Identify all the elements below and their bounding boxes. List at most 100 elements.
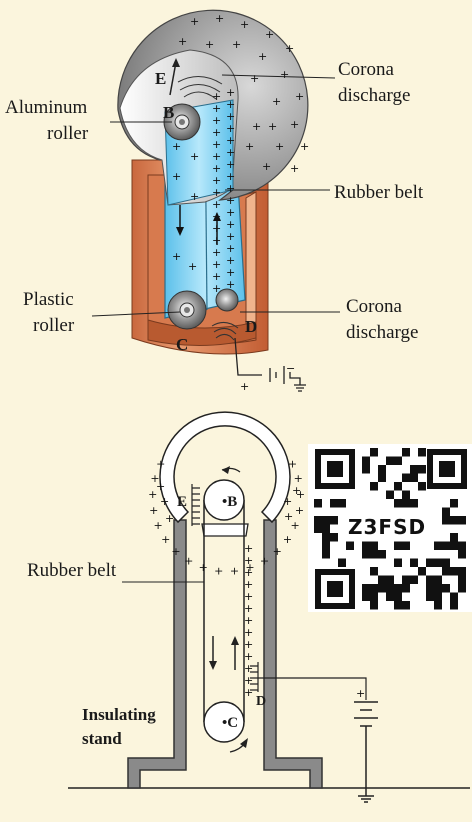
qr-module [314, 499, 322, 508]
charge-glyph: + [290, 162, 299, 175]
qr-module [370, 482, 378, 491]
charge-glyph: + [245, 140, 254, 153]
qr-module [330, 516, 338, 525]
label-plastic-1: Plastic [23, 289, 74, 310]
qr-module [386, 491, 394, 500]
point-C-top: C [176, 335, 188, 354]
qr-module [338, 559, 346, 568]
qr-module [410, 576, 418, 585]
charge-glyph: + [252, 120, 261, 133]
qr-module [314, 516, 322, 525]
qr-module [394, 482, 402, 491]
label-rubber-belt-bottom: Rubber belt [27, 560, 117, 581]
qr-module [458, 516, 466, 525]
charge-glyph: + [172, 140, 181, 153]
qr-module [402, 542, 410, 551]
qr-module [322, 525, 330, 534]
qr-module [314, 525, 322, 534]
charge-glyph: + [232, 38, 241, 51]
qr-module [434, 542, 442, 551]
qr-module [394, 593, 402, 602]
charge-glyph: + [178, 35, 187, 48]
charge-glyph: + [250, 72, 259, 85]
qr-module [402, 499, 410, 508]
qr-module [434, 601, 442, 610]
point-E-top: E [155, 69, 166, 88]
charge-glyph: + [149, 504, 158, 517]
charge-glyph: + [154, 519, 163, 532]
charge-glyph: + [295, 504, 304, 517]
charge-glyph: + [190, 150, 199, 163]
label-corona-top-2: discharge [338, 85, 410, 106]
charge-glyph: + [161, 533, 170, 546]
qr-module [322, 542, 330, 551]
qr-module [418, 482, 426, 491]
label-corona-top-1: Corona [338, 59, 395, 80]
qr-center-text: Z3FSD [348, 515, 426, 539]
qr-module [458, 542, 466, 551]
charge-glyph: + [165, 512, 174, 525]
charge-glyph: + [272, 95, 281, 108]
point-B-bottom: •B [222, 494, 237, 510]
charge-glyph: + [172, 250, 181, 263]
qr-module [394, 559, 402, 568]
label-rubber-belt-top: Rubber belt [334, 182, 424, 203]
qr-module [410, 465, 418, 474]
qr-module [410, 499, 418, 508]
point-D-bottom: D [256, 694, 266, 709]
qr-module [450, 567, 458, 576]
qr-module [322, 550, 330, 559]
qr-module [370, 593, 378, 602]
qr-module [434, 559, 442, 568]
charge-glyph: + [262, 160, 271, 173]
qr-module [442, 508, 450, 517]
qr-module [442, 559, 450, 568]
charge-glyph: + [205, 38, 214, 51]
point-C-bottom: •C [222, 715, 238, 731]
qr-module [386, 457, 394, 466]
charge-glyph: + [240, 18, 249, 31]
qr-module [410, 474, 418, 483]
charge-glyph: + [280, 68, 289, 81]
qr-module [450, 542, 458, 551]
qr-module [338, 499, 346, 508]
charge-glyph: + [230, 565, 239, 578]
qr-module [426, 576, 434, 585]
qr-module [386, 576, 394, 585]
charge-glyph: + [212, 282, 221, 295]
qr-module [442, 516, 450, 525]
qr-module [434, 584, 442, 593]
qr-module [386, 584, 394, 593]
qr-module [362, 542, 370, 551]
battery-plus: + [356, 687, 365, 700]
charge-glyph: + [214, 565, 223, 578]
qr-module [330, 533, 338, 542]
qr-module [386, 593, 394, 602]
label-corona-bot-1: Corona [346, 296, 403, 317]
charge-glyph: + [283, 495, 292, 508]
qr-module [362, 593, 370, 602]
charge-glyph: + [284, 510, 293, 523]
qr-module [378, 465, 386, 474]
label-plastic-2: roller [33, 315, 75, 336]
charge-glyph: + [258, 50, 267, 63]
qr-module [458, 567, 466, 576]
insulating-stand [128, 520, 322, 788]
qr-module [418, 465, 426, 474]
label-insulating-2: stand [82, 729, 122, 748]
battery-minus-top: − [286, 362, 295, 375]
qr-module [450, 516, 458, 525]
qr-module [378, 576, 386, 585]
charge-glyph: + [226, 278, 235, 291]
top-illustration: + − +++++++++++++++++++++ ++++++++++++++… [5, 10, 424, 393]
qr-module [362, 457, 370, 466]
qr-module [402, 576, 410, 585]
column-inner-wall [246, 192, 256, 334]
qr-module [362, 465, 370, 474]
qr-module [370, 601, 378, 610]
qr-module [322, 516, 330, 525]
label-aluminum-2: roller [47, 123, 89, 144]
charge-glyph: + [190, 15, 199, 28]
charge-glyph: + [160, 495, 169, 508]
